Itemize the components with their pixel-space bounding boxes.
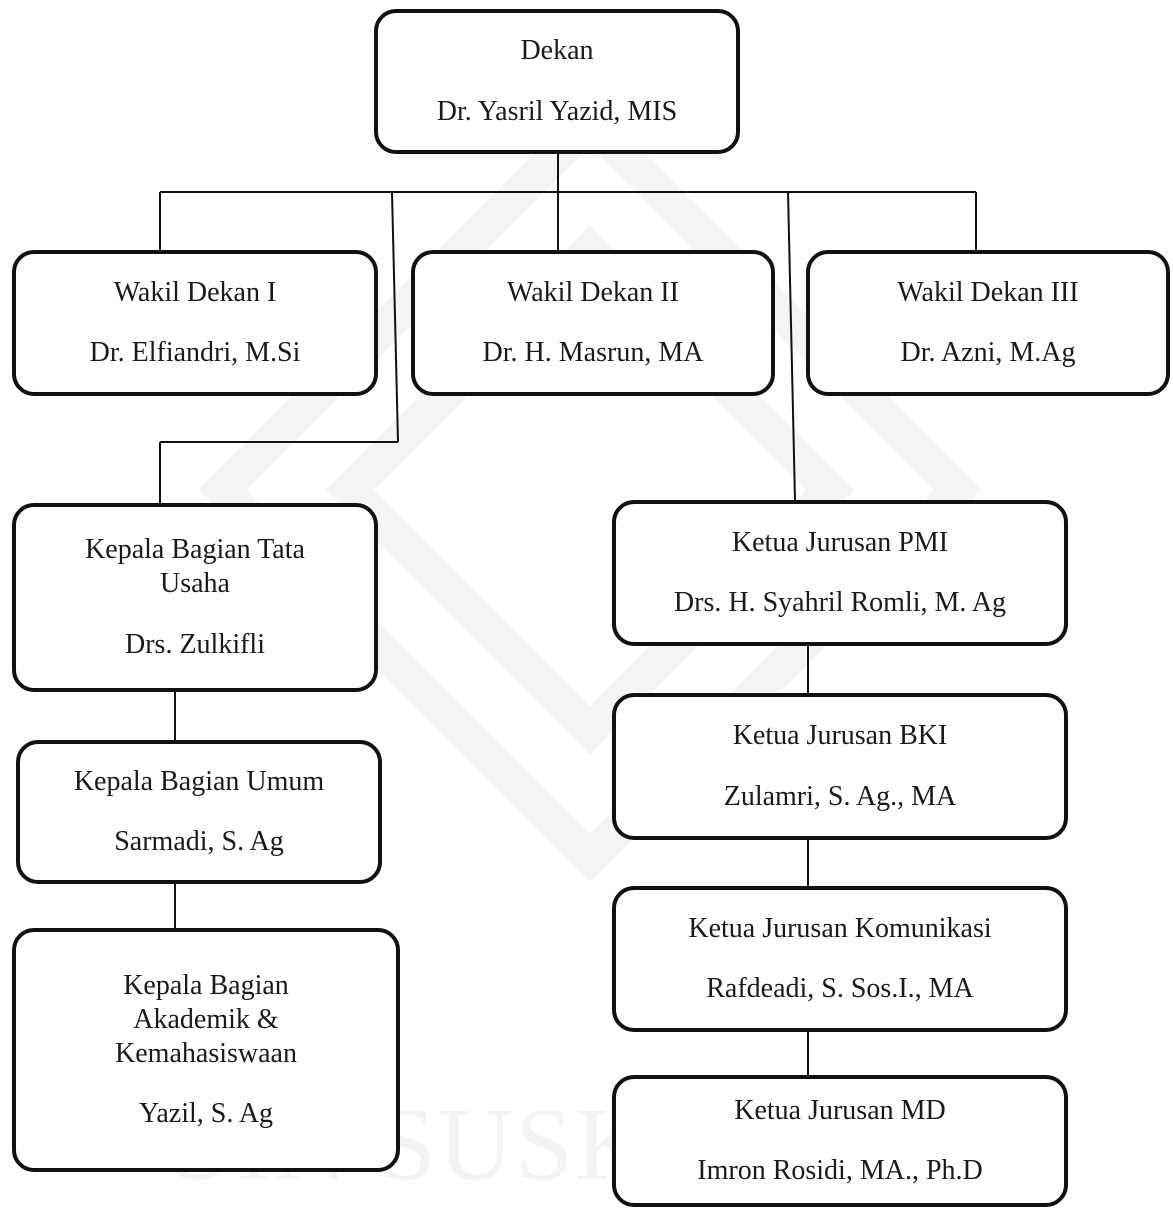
node-role: Ketua Jurusan MD — [734, 1094, 946, 1126]
node-role: Wakil Dekan II — [507, 276, 679, 308]
node-wakil-dekan-1: Wakil Dekan I Dr. Elfiandri, M.Si — [12, 250, 378, 396]
node-name: Dr. H. Masrun, MA — [482, 337, 704, 368]
node-name: Zulamri, S. Ag., MA — [723, 780, 957, 812]
node-name: Dr. Elfiandri, M.Si — [89, 337, 301, 368]
node-role: Dekan — [520, 35, 594, 67]
node-kabag-tata-usaha: Kepala Bagian Tata Usaha Drs. Zulkifli — [12, 503, 378, 692]
node-dekan: Dekan Dr. Yasril Yazid, MIS — [374, 9, 740, 154]
node-role: Kepala Bagian Umum — [73, 765, 325, 797]
node-role: Ketua Jurusan Komunikasi — [688, 912, 992, 944]
node-name: Sarmadi, S. Ag — [114, 826, 284, 857]
node-name: Imron Rosidi, MA., Ph.D — [697, 1155, 983, 1186]
node-name: Drs. H. Syahril Romli, M. Ag — [673, 587, 1007, 618]
node-kajur-komunikasi: Ketua Jurusan Komunikasi Rafdeadi, S. So… — [612, 886, 1068, 1032]
node-role: Ketua Jurusan BKI — [732, 720, 948, 752]
node-name: Dr. Azni, M.Ag — [900, 337, 1076, 368]
node-role: Wakil Dekan I — [113, 276, 277, 308]
node-role: Wakil Dekan III — [897, 276, 1079, 308]
node-kajur-bki: Ketua Jurusan BKI Zulamri, S. Ag., MA — [612, 693, 1068, 840]
node-kabag-umum: Kepala Bagian Umum Sarmadi, S. Ag — [16, 740, 382, 884]
node-role: Kepala Bagian Tata Usaha — [85, 534, 305, 600]
node-name: Yazil, S. Ag — [138, 1098, 274, 1130]
node-wakil-dekan-3: Wakil Dekan III Dr. Azni, M.Ag — [806, 250, 1170, 396]
node-name: Drs. Zulkifli — [125, 628, 265, 660]
node-role: Kepala Bagian Akademik & Kemahasiswaan — [115, 969, 297, 1069]
node-kajur-md: Ketua Jurusan MD Imron Rosidi, MA., Ph.D — [612, 1075, 1068, 1207]
node-wakil-dekan-2: Wakil Dekan II Dr. H. Masrun, MA — [411, 250, 775, 396]
node-kajur-pmi: Ketua Jurusan PMI Drs. H. Syahril Romli,… — [612, 500, 1068, 646]
node-name: Dr. Yasril Yazid, MIS — [436, 95, 678, 127]
node-role: Ketua Jurusan PMI — [731, 526, 949, 558]
node-name: Rafdeadi, S. Sos.I., MA — [706, 973, 974, 1004]
node-kabag-akademik: Kepala Bagian Akademik & Kemahasiswaan Y… — [12, 928, 400, 1172]
